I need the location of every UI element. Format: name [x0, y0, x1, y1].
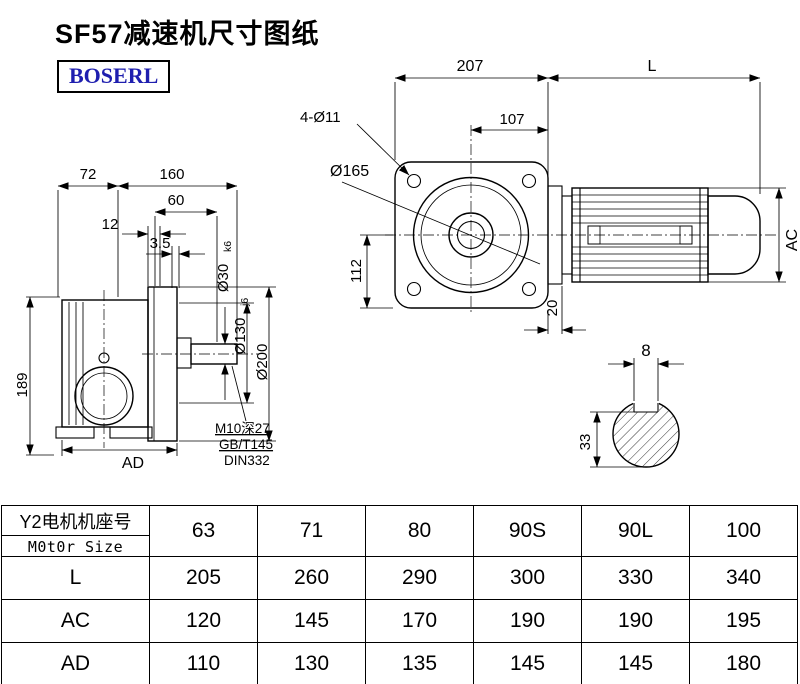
- value-cell: 340: [689, 556, 798, 600]
- motor-size-90s: 90S: [473, 505, 582, 557]
- motor-size-90l: 90L: [581, 505, 690, 557]
- page-title: SF57减速机尺寸图纸: [55, 19, 320, 49]
- svg-text:189: 189: [14, 372, 31, 397]
- motor-fan-cover: [707, 195, 761, 275]
- dim-207-label: 207: [457, 58, 484, 75]
- dim-72-label: 72: [80, 166, 97, 183]
- dim-107-label: 107: [499, 111, 524, 128]
- dimension-table: Y2电机机座号 M0t0r Size 63 71 80 90S 90L 100 …: [1, 505, 798, 684]
- gearbox-housing-outline: [55, 290, 153, 448]
- dim-33-label: 33: [577, 434, 594, 451]
- value-cell: 110: [149, 642, 258, 684]
- value-cell: 195: [689, 599, 798, 643]
- svg-text:AC: AC: [784, 229, 800, 251]
- right-view-dimensions: 207 L 107 4-Ø11 Ø165 112 20: [300, 58, 800, 334]
- motor-size-63: 63: [149, 505, 258, 557]
- dim-20-label: 20: [544, 300, 561, 317]
- value-cell: 130: [257, 642, 366, 684]
- shaft-section-dimensions: 8 33: [577, 341, 684, 468]
- value-cell: 330: [581, 556, 690, 600]
- dim-60-label: 60: [168, 192, 185, 209]
- motor-size-100: 100: [689, 505, 798, 557]
- svg-text:112: 112: [348, 259, 365, 283]
- dim-8-label: 8: [641, 341, 650, 360]
- motor-size-label-cn: Y2电机机座号: [2, 506, 149, 536]
- table-row-L: L 205 260 290 300 330 340: [1, 556, 798, 600]
- note-standard-din: DIN332: [224, 453, 270, 468]
- value-cell: 120: [149, 599, 258, 643]
- svg-text:Ø30: Ø30: [215, 264, 232, 292]
- dim-160-label: 160: [159, 166, 184, 183]
- value-cell: 180: [689, 642, 798, 684]
- svg-text:j6: j6: [239, 298, 251, 307]
- bolt-hole: [406, 173, 422, 189]
- note-standard-gb: GB/T145: [219, 437, 273, 452]
- motor-size-label-en: M0t0r Size: [27, 538, 124, 556]
- dim-112-label: 112: [348, 259, 365, 283]
- gearbox-side-view: 72 160 60 12 3.5 189: [14, 166, 276, 472]
- keyway-outline: [633, 403, 659, 413]
- value-cell: 170: [365, 599, 474, 643]
- value-cell: 205: [149, 556, 258, 600]
- motor-size-71: 71: [257, 505, 366, 557]
- note-tapped-hole: M10深27: [215, 421, 270, 436]
- value-cell: 145: [581, 642, 690, 684]
- value-cell: 145: [257, 599, 366, 643]
- row-label-L: L: [1, 556, 150, 600]
- value-cell: 135: [365, 642, 474, 684]
- dim-flange-dia-label: Ø200: [254, 344, 271, 381]
- dim-189-label: 189: [14, 372, 31, 397]
- motor-outline: [547, 185, 761, 285]
- bolt-hole: [521, 173, 537, 189]
- bolt-hole: [406, 281, 422, 297]
- dim-shaft-dia-label: Ø30 k6: [215, 241, 234, 292]
- dim-3-5-label: 3.5: [150, 235, 171, 252]
- dim-12-label: 12: [102, 216, 119, 233]
- motor-size-header-cell: Y2电机机座号 M0t0r Size: [1, 505, 150, 557]
- output-flange-outline: [142, 286, 258, 442]
- value-cell: 290: [365, 556, 474, 600]
- value-cell: 260: [257, 556, 366, 600]
- svg-text:33: 33: [577, 434, 594, 451]
- dim-L-label: L: [648, 58, 657, 75]
- row-label-AD: AD: [1, 642, 150, 684]
- left-view-dimensions: 72 160 60 12 3.5 189: [14, 166, 276, 472]
- value-cell: 190: [581, 599, 690, 643]
- row-label-AC: AC: [1, 599, 150, 643]
- svg-text:20: 20: [544, 300, 561, 317]
- dim-bolt-holes-label: 4-Ø11: [300, 109, 341, 126]
- technical-drawing: 72 160 60 12 3.5 189: [14, 58, 800, 472]
- dim-flange-circle-label: Ø165: [330, 163, 369, 180]
- table-header-row: Y2电机机座号 M0t0r Size 63 71 80 90S 90L 100: [1, 505, 798, 557]
- value-cell: 300: [473, 556, 582, 600]
- value-cell: 190: [473, 599, 582, 643]
- table-row-AC: AC 120 145 170 190 190 195: [1, 599, 798, 643]
- dim-AC-label: AC: [784, 229, 800, 251]
- dim-pilot-dia-label: Ø130 j6: [232, 298, 251, 355]
- motor-size-80: 80: [365, 505, 474, 557]
- gearmotor-front-view: 207 L 107 4-Ø11 Ø165 112 20: [300, 58, 800, 334]
- svg-text:Ø130: Ø130: [232, 318, 249, 355]
- bolt-hole: [521, 281, 537, 297]
- dim-AD-label: AD: [122, 455, 144, 472]
- value-cell: 145: [473, 642, 582, 684]
- svg-text:Ø200: Ø200: [254, 344, 271, 381]
- svg-text:k6: k6: [222, 241, 234, 252]
- table-row-AD: AD 110 130 135 145 145 180: [1, 642, 798, 684]
- brand-logo: BOSERL: [57, 60, 171, 93]
- shaft-cross-section-view: 8 33: [577, 341, 684, 468]
